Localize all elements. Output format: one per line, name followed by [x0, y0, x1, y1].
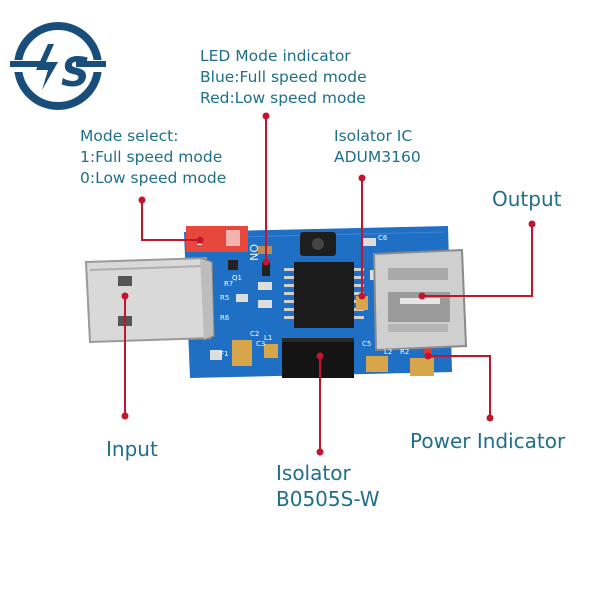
mode-select-label: Mode select: 1:Full speed mode 0:Low spe…: [80, 126, 226, 189]
logo-s-letter: S: [61, 50, 90, 96]
isolator-title: Isolator: [276, 461, 351, 485]
silk-c6: C6: [378, 234, 388, 242]
led-mode-title: LED Mode indicator: [200, 47, 351, 65]
silk-c5: C5: [362, 340, 371, 348]
led-mode-label: LED Mode indicator Blue:Full speed mode …: [200, 46, 367, 109]
leader-power: [428, 355, 491, 418]
input-label: Input: [106, 437, 158, 461]
silk-r2: R2: [400, 348, 409, 356]
output-label: Output: [492, 187, 562, 211]
mode-select-title: Mode select:: [80, 127, 179, 145]
silk-r5: R5: [220, 294, 229, 302]
leader-output: [422, 224, 533, 297]
b0505s-module: [282, 338, 354, 378]
usb-a-connector: [84, 256, 215, 344]
silk-r7: R7: [224, 280, 233, 288]
switch-on-text: ON: [247, 244, 260, 261]
power-indicator-label: Power Indicator: [410, 429, 566, 453]
led-mode-red: Red:Low speed mode: [200, 89, 366, 107]
silk-q1: Q1: [232, 274, 242, 282]
silk-c2: C2: [250, 330, 259, 338]
mode-select-low: 0:Low speed mode: [80, 169, 227, 187]
brand-logo: S: [6, 22, 110, 110]
isolator-label: Isolator B0505S-W: [276, 460, 380, 512]
isolator-ic-title: Isolator IC: [334, 127, 413, 145]
silk-f1: F1: [220, 350, 228, 358]
silk-r6: R6: [220, 314, 230, 322]
isolator-ic-label: Isolator IC ADUM3160: [334, 126, 421, 168]
leader-mode-select: [141, 200, 200, 241]
isolator-part: B0505S-W: [276, 487, 380, 511]
mode-select-full: 1:Full speed mode: [80, 148, 223, 166]
led-mode-blue: Blue:Full speed mode: [200, 68, 367, 86]
adum3160-chip: [284, 262, 364, 328]
isolator-ic-part: ADUM3160: [334, 148, 421, 166]
silkscreen: R7 Q1 R5 R6 F1 C2 L1 C3 C5 C6 L2 R2: [220, 234, 409, 358]
silk-c3: C3: [256, 340, 265, 348]
silk-l2: L2: [384, 348, 392, 356]
silk-l1: L1: [264, 334, 272, 342]
